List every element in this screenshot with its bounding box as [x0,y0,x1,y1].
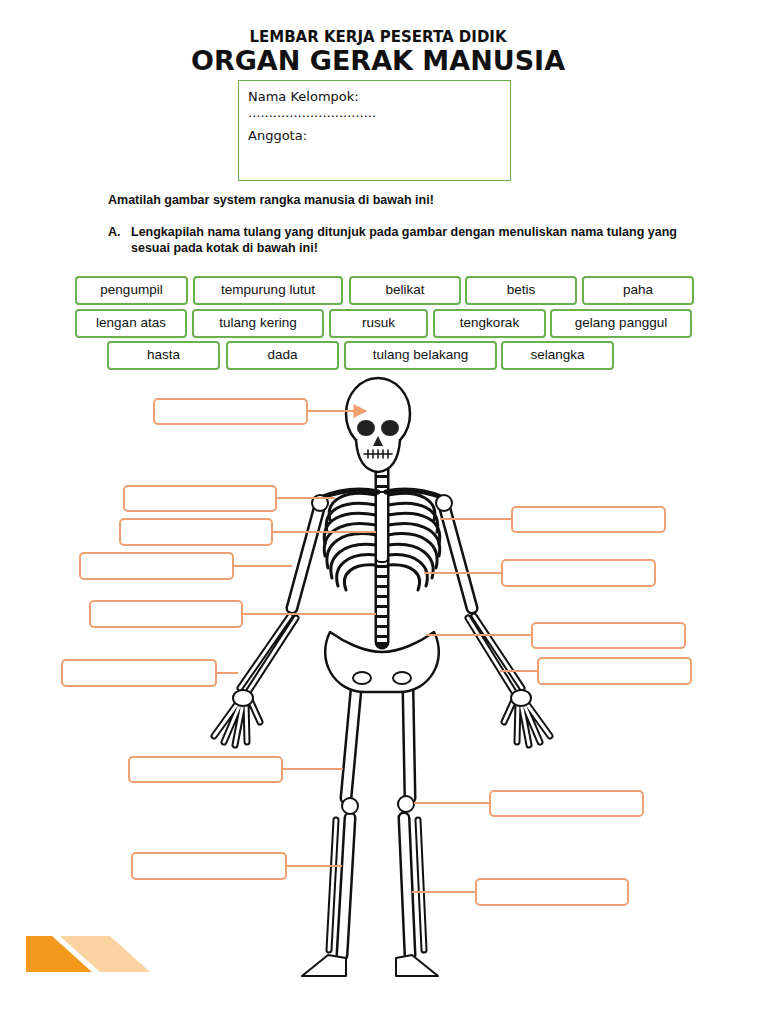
leader-line [286,865,342,867]
bone-name: tengkorak [460,315,519,331]
leader-line [426,634,532,636]
eye-socket [381,420,399,436]
answer-box [132,853,286,879]
answer-box [490,791,643,816]
worksheet-header: LEMBAR KERJA PESERTA DIDIK [0,28,756,48]
rib [327,534,376,568]
page-title: ORGAN GERAK MANUSIA [0,45,756,76]
group-name-field: Nama Kelompok: .........................… [248,89,398,120]
leader-line [440,518,512,520]
item-letter: A. [108,224,130,240]
word-bank-box: pengumpil [75,276,188,305]
word-bank-box: gelang panggul [550,309,692,338]
group-info-box: Nama Kelompok: .........................… [238,80,511,181]
rib [388,565,420,590]
answer-box [62,660,216,686]
answer-box [532,623,685,648]
leader-line [307,410,366,412]
leader-line [424,572,502,574]
word-bank-box: lengan atas [75,309,187,338]
rib [324,513,376,544]
bone-name: hasta [147,347,180,363]
bone-name: selangka [530,347,584,363]
leader-line [282,768,343,770]
rib [329,493,376,520]
rib [388,555,427,586]
foot [396,955,438,976]
answer-box [502,560,655,586]
answer-box [538,658,691,684]
bone-name: paha [623,282,653,298]
answer-box [154,399,307,424]
foot [302,955,346,976]
rib [324,524,376,556]
eye-socket [357,420,375,436]
word-bank-box: dada [226,341,339,370]
leader-line [216,672,238,674]
rib [388,524,440,556]
word-bank-box: rusuk [329,309,428,338]
bone-name: lengan atas [96,315,166,331]
pelvis-hole [353,672,371,684]
corner-decoration [60,936,150,972]
leader-line [412,891,476,893]
word-bank-box: hasta [107,341,220,370]
leader-line [500,670,538,672]
sternum [376,492,388,562]
leader-lines [216,411,538,892]
shoulder-joint [436,495,452,511]
instruction-text: Lengkapilah nama tulang yang ditunjuk pa… [131,224,716,257]
rib [388,503,438,532]
answer-box [124,486,276,511]
pelvis-hole [393,672,411,684]
word-bank-box: tempurung lutut [193,276,343,305]
answer-box [129,757,282,782]
rib [344,565,376,590]
wrist [233,690,253,706]
word-bank-box: betis [465,276,577,305]
rib [388,493,435,520]
bone-name: dada [267,347,297,363]
leader-line [242,613,376,615]
answer-box [512,507,665,532]
bone-name: tulang kering [219,315,296,331]
bone-name: tulang belakang [373,347,468,363]
kneecap [342,798,358,814]
leader-line [233,565,292,567]
bone-name: betis [507,282,536,298]
kneecap [398,796,414,812]
members-field: Anggota: [248,128,501,144]
leader-line [276,497,335,499]
rib [388,534,437,568]
bone-name: tempurung lutut [221,282,315,298]
instruction-text: Amatilah gambar system rangka manusia di… [108,192,708,208]
bone-name: gelang panggul [575,315,667,331]
word-bank-box: tulang kering [192,309,324,338]
teeth [364,450,392,458]
answer-box [80,553,233,579]
leader-line [272,531,376,533]
bone-name: belikat [385,282,424,298]
rib [337,555,376,586]
word-bank-box: tengkorak [433,309,546,338]
word-bank-box: belikat [349,276,461,305]
leader-line [414,802,490,804]
pelvis [325,632,439,692]
rib [388,513,440,544]
answer-boxes [62,399,691,905]
bone-name: pengumpil [100,282,162,298]
answer-box [120,519,272,545]
bone-name: rusuk [362,315,395,331]
answer-box [476,879,628,905]
nose [373,436,383,446]
wrist [511,690,531,706]
answer-box [90,601,242,627]
word-bank-box: selangka [501,341,614,370]
clavicle [320,490,378,498]
rib [326,503,376,532]
word-bank-box: tulang belakang [344,341,497,370]
word-bank-box: paha [582,276,694,305]
clavicle [386,490,444,498]
